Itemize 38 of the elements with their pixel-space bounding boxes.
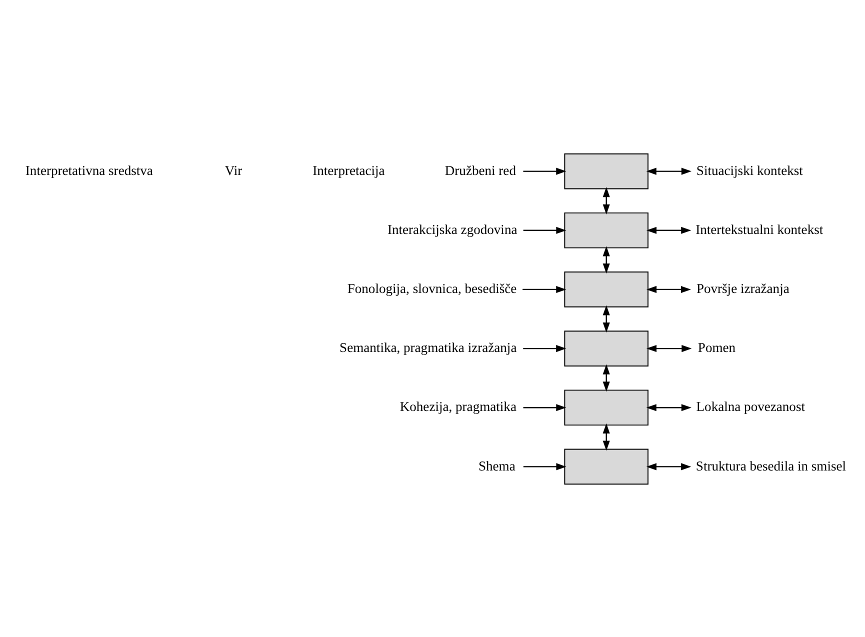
node-text: Struktura besedila in smisel (696, 458, 846, 473)
node-text: Pomen (698, 340, 736, 355)
arrow (646, 344, 692, 352)
node-box (564, 330, 648, 366)
arrow (646, 226, 692, 234)
node-box (564, 271, 648, 307)
node-text: Fonologija, slovnica, besedišče (347, 280, 517, 296)
arrow (602, 422, 610, 450)
node-text: Intertekstualni kontekst (696, 221, 824, 236)
node-text: Shema (478, 458, 516, 473)
arrow (602, 186, 610, 214)
label: Interpretativna sredstva (25, 162, 153, 178)
arrow (523, 404, 566, 411)
node-box (564, 212, 648, 248)
label: Vir (224, 162, 242, 178)
arrow (523, 344, 566, 352)
node-text: Površje izražanja (696, 280, 790, 296)
arrow (523, 226, 566, 234)
label: Interpretacija (312, 162, 385, 178)
node-text: Interakcijska zgodovina (387, 221, 518, 236)
arrow (602, 246, 610, 274)
arrow (602, 304, 610, 332)
arrow (646, 285, 692, 292)
node-box (564, 152, 648, 189)
arrow (646, 462, 692, 470)
node-box (564, 448, 648, 484)
node-text: Semantika, pragmatika izražanja (340, 340, 517, 355)
arrow (602, 364, 610, 392)
arrow (522, 285, 566, 292)
arrow (646, 167, 692, 174)
node-text: Situacijski kontekst (696, 162, 803, 178)
arrow (523, 462, 566, 470)
node-text: Družbeni red (444, 162, 516, 178)
arrow (646, 404, 692, 411)
node-text: Lokalna povezanost (696, 398, 806, 414)
arrow (523, 167, 566, 174)
node-box (564, 389, 648, 426)
node-text: Kohezija, pragmatika (400, 398, 516, 414)
